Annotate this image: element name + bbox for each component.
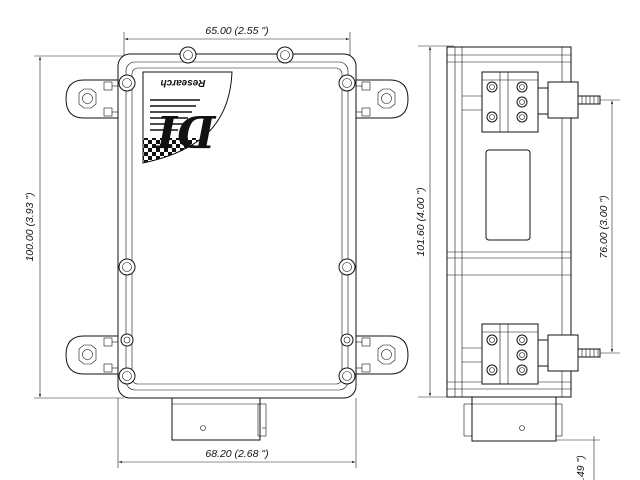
side-height-dimension: 101.60 (4.00 ") (415, 45, 454, 398)
mount-spacing-label: 76.00 (3.00 ") (598, 195, 610, 258)
bottom-width-label: 68.20 (2.68 ") (205, 448, 268, 460)
connector-depth-dimension: .49 ") (556, 436, 600, 480)
side-connector (463, 396, 563, 442)
housing-lid-panel (131, 67, 343, 385)
terminal-block-top (462, 71, 601, 133)
logo-mark: DI (155, 105, 217, 156)
side-window (485, 149, 531, 241)
left-height-label: 100.00 (3.93 ") (24, 192, 36, 261)
mounting-ear-top-right (355, 79, 409, 119)
mount-spacing-dimension: 76.00 (3.00 ") (598, 99, 620, 354)
mounting-ear-top-left (65, 79, 119, 119)
front-connector (171, 397, 267, 441)
housing-inner-lid (125, 61, 349, 391)
top-width-label: 65.00 (2.55 ") (205, 25, 268, 37)
side-view: 101.60 (4.00 ") (415, 45, 620, 480)
side-height-label: 101.60 (4.00 ") (415, 187, 427, 256)
mounting-ear-bottom-left (65, 335, 119, 375)
connector-depth-label: .49 ") (575, 455, 587, 480)
brand-logo: DI Research (142, 71, 233, 164)
mounting-ear-bottom-right (355, 335, 409, 375)
left-height-dimension: 100.00 (3.93 ") (24, 55, 124, 399)
logo-wordmark: Research (160, 77, 205, 88)
front-view: 65.00 (2.55 ") 100.00 (3.93 ") (24, 25, 409, 468)
bottom-width-dimension: 68.20 (2.68 ") (117, 398, 357, 468)
top-width-dimension: 65.00 (2.55 ") (123, 25, 351, 60)
terminal-block-bottom (462, 323, 601, 385)
lid-screws (118, 46, 356, 385)
